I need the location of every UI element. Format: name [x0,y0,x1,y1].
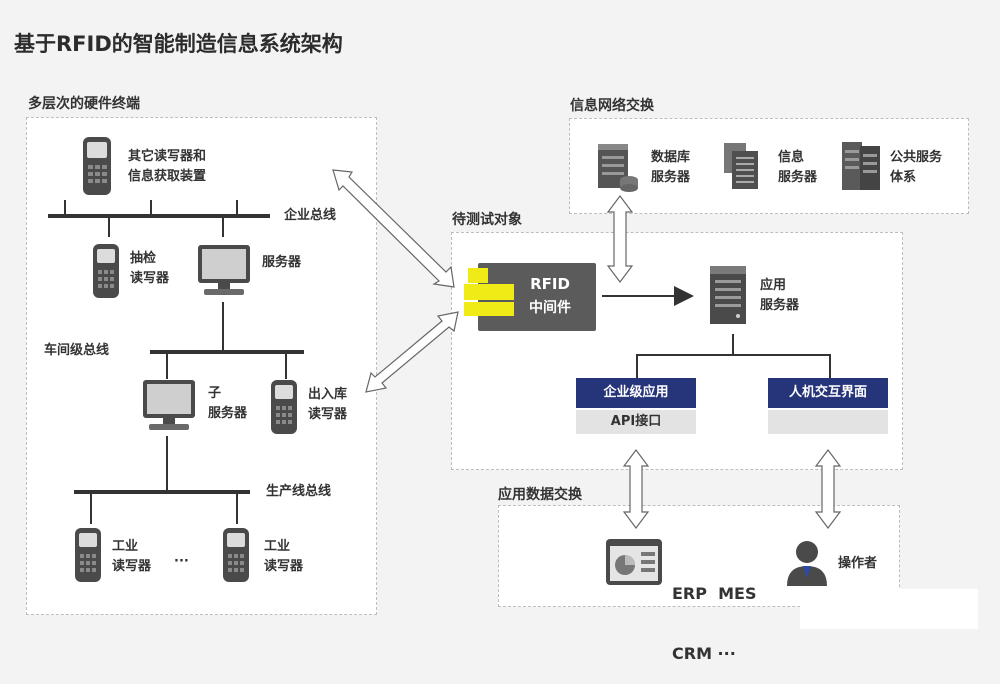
app-exchange-section-label: 应用数据交换 [498,487,582,503]
rfid-middleware-block: RFID 中间件 [478,263,596,331]
database-server-icon [598,144,638,192]
enterprise-app-box: 企业级应用 [576,378,696,408]
bus-tick [64,200,66,215]
bus-tick [236,200,238,215]
bus-tick [222,217,224,237]
sub-server-computer-icon [143,380,195,430]
info-server-label-line1: 信息 [778,150,805,165]
app-server-label-line2: 服务器 [760,298,800,313]
handheld-reader-icon [83,137,111,195]
server-label: 服务器 [262,255,302,270]
handheld-reader-icon [271,380,297,434]
inout-reader-label-line2: 读写器 [308,407,348,422]
server-computer-icon [198,245,250,295]
sampling-reader-label-line1: 抽检 [130,251,157,266]
production-bus-label: 生产线总线 [266,484,332,499]
hardware-box [26,117,377,615]
handheld-reader-icon [75,528,101,582]
app-server-label-line1: 应用 [760,278,787,293]
industrial-reader-1-line2: 读写器 [112,559,152,574]
api-to-erp-arrow [622,449,650,529]
bus-tick [90,494,92,524]
network-section-label: 信息网络交换 [570,98,654,114]
industrial-reader-2-line1: 工业 [264,539,291,554]
sub-server-label-line2: 服务器 [208,406,248,421]
tree-line [636,354,638,378]
workshop-bus [150,350,304,354]
database-server-label-line2: 服务器 [651,170,691,185]
bus-connector [166,436,168,491]
bus-tick [285,354,287,379]
network-to-test-arrow [606,195,634,283]
info-server-icon [724,143,758,189]
middleware-to-inout-arrow [365,311,459,393]
hardware-section-label: 多层次的硬件终端 [28,96,140,112]
api-box: API接口 [576,410,696,434]
enterprise-bus [48,214,270,218]
page-title: 基于RFID的智能制造信息系统架构 [14,32,343,56]
bus-tick [108,217,110,237]
workshop-bus-label: 车间级总线 [44,343,110,358]
sub-server-label-line1: 子 [208,386,222,401]
public-service-label-line2: 体系 [890,170,917,185]
connector-pin [468,268,488,283]
reader-top-label-line1: 其它读写器和 [128,149,207,164]
operator-avatar-icon [787,541,827,586]
sampling-reader-label-line2: 读写器 [130,271,170,286]
hmi-to-operator-arrow [814,449,842,529]
hmi-empty-box [768,410,888,434]
network-box [569,118,969,214]
connector-pin [464,302,514,316]
bus-connector [222,302,224,351]
public-service-label-line1: 公共服务 [890,150,943,165]
bus-tick [166,354,168,379]
arrow-overlay [332,169,842,529]
middleware-label-line1: RFID [530,275,570,293]
connector-pin [464,284,514,300]
bus-tick [236,494,238,524]
operator-label: 操作者 [838,556,878,571]
industrial-reader-1-line1: 工业 [112,539,139,554]
bus-tick [150,200,152,215]
enterprise-to-middleware-arrow [332,169,455,288]
database-server-label-line1: 数据库 [651,150,691,165]
inout-reader-label-line1: 出入库 [308,387,348,402]
hmi-box: 人机交互界面 [768,378,888,408]
reader-top-label-line2: 信息获取装置 [128,169,207,184]
hmi-label: 人机交互界面 [788,385,867,400]
public-service-server-icon [842,142,880,190]
ellipsis: ··· [174,554,189,569]
tree-line [829,354,831,378]
industrial-reader-2-line2: 读写器 [264,559,304,574]
middleware-label-line2: 中间件 [529,300,571,316]
erp-dashboard-icon [606,539,662,585]
tree-line [732,334,734,356]
watermark-patch [800,589,978,629]
test-object-section-label: 待测试对象 [452,212,522,228]
tree-line [636,354,830,356]
info-server-label-line2: 服务器 [778,170,818,185]
production-bus [74,490,250,494]
handheld-reader-icon [93,244,119,298]
enterprise-bus-label: 企业总线 [284,208,337,223]
erp-label-line1: ERP MES [672,584,757,603]
app-server-icon [710,266,746,324]
handheld-reader-icon [223,528,249,582]
